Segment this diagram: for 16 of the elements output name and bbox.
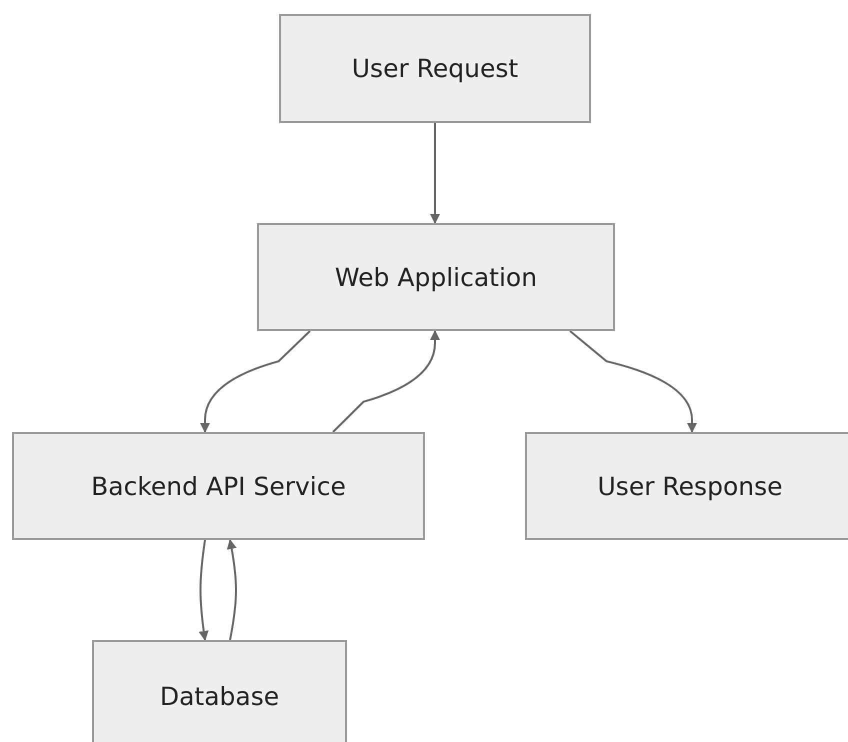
arrow xyxy=(332,330,440,433)
arrow xyxy=(430,123,440,224)
arrow xyxy=(226,539,237,640)
arrow xyxy=(198,540,209,641)
node-label: User Response xyxy=(598,472,782,500)
process-box xyxy=(12,432,425,540)
node-label: Backend API Service xyxy=(91,472,346,500)
process-box xyxy=(92,640,347,742)
process-box xyxy=(257,223,615,331)
node-label: Database xyxy=(160,682,280,710)
arrow xyxy=(200,330,311,433)
node-label: Web Application xyxy=(334,262,538,292)
process-box xyxy=(279,14,591,123)
process-box xyxy=(525,432,848,540)
node-label: User Request xyxy=(352,54,518,83)
arrow xyxy=(569,330,697,433)
